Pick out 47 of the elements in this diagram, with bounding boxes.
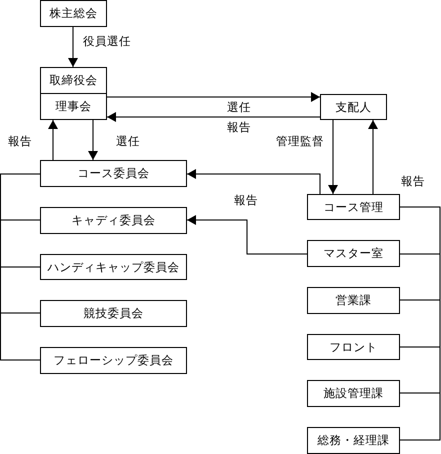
box-label: コース管理	[324, 200, 384, 214]
arrow	[106, 92, 320, 102]
org-box	[40, 300, 187, 327]
box-label: コース委員会	[78, 166, 150, 181]
org-box	[40, 0, 107, 27]
edge-label: 役員選任	[82, 34, 132, 48]
org-box	[307, 287, 400, 314]
arrow	[368, 120, 378, 194]
edge-label: 報告	[400, 174, 426, 188]
arrow	[106, 112, 320, 122]
arrow	[186, 169, 320, 194]
org-box	[307, 194, 400, 220]
org-box	[40, 67, 107, 120]
edge-label: 報告	[233, 193, 259, 207]
box-label: 施設管理課	[324, 386, 384, 401]
box-label: 支配人	[336, 100, 372, 114]
org-box	[307, 427, 400, 454]
box-label: フロント	[330, 340, 378, 354]
edge-label: 報告	[226, 120, 252, 134]
edge-label: 報告	[7, 134, 33, 148]
arrow	[48, 120, 58, 160]
arrow	[186, 215, 308, 254]
box-label: 総務・経理課	[318, 433, 390, 448]
org-box	[307, 380, 400, 407]
org-box	[40, 160, 187, 187]
arrow	[68, 26, 78, 68]
org-box	[40, 347, 187, 374]
box-label: ハンディキャップ委員会	[48, 260, 180, 274]
edge-label: 管理監督	[275, 134, 325, 148]
connector-line	[400, 206, 440, 440]
org-box	[320, 94, 387, 120]
box-label: 株主総会	[50, 6, 98, 21]
org-box	[40, 207, 187, 234]
arrow	[88, 120, 98, 160]
box-label: 理事会	[56, 99, 92, 114]
arrow	[328, 120, 338, 194]
edge-label: 選任	[226, 100, 252, 114]
edge-label: 選任	[115, 134, 141, 148]
org-box	[307, 334, 400, 360]
org-box	[40, 254, 187, 280]
box-label: フェローシップ委員会	[54, 353, 174, 368]
box-label: キャディ委員会	[72, 213, 156, 228]
box-label: マスター室	[324, 246, 384, 261]
org-box	[307, 240, 400, 267]
box-label: 営業課	[336, 293, 372, 308]
box-label: 競技委員会	[84, 306, 144, 321]
box-label: 取締役会	[50, 73, 98, 88]
